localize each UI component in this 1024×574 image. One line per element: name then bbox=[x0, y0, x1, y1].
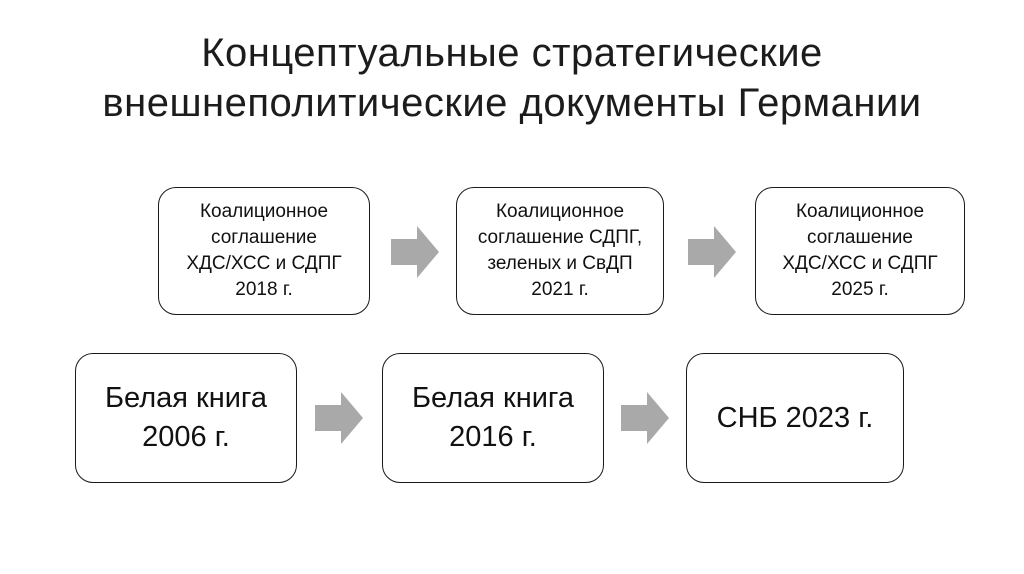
box-coalition-agreement-2021: Коалиционное соглашение СДПГ, зеленых и … bbox=[456, 187, 664, 315]
box-white-book-2016: Белая книга 2016 г. bbox=[382, 353, 604, 483]
box-label: Коалиционное соглашение ХДС/ХСС и СДПГ 2… bbox=[186, 201, 342, 300]
box-coalition-agreement-2018: Коалиционное соглашение ХДС/ХСС и СДПГ 2… bbox=[158, 187, 370, 315]
right-arrow-icon bbox=[688, 226, 736, 278]
box-label: Коалиционное соглашение СДПГ, зеленых и … bbox=[477, 201, 643, 300]
box-label: СНБ 2023 г. bbox=[716, 401, 874, 434]
box-label: Белая книга 2016 г. bbox=[412, 382, 574, 453]
box-coalition-agreement-2025: Коалиционное соглашение ХДС/ХСС и СДПГ 2… bbox=[755, 187, 965, 315]
box-label: Белая книга 2006 г. bbox=[105, 382, 267, 453]
box-white-book-2006: Белая книга 2006 г. bbox=[75, 353, 297, 483]
box-snb-2023: СНБ 2023 г. bbox=[686, 353, 904, 483]
right-arrow-icon bbox=[315, 392, 363, 444]
right-arrow-icon bbox=[391, 226, 439, 278]
slide-title: Концептуальные стратегические внешнеполи… bbox=[102, 31, 922, 125]
box-label: Коалиционное соглашение ХДС/ХСС и СДПГ 2… bbox=[782, 201, 938, 300]
right-arrow-icon bbox=[621, 392, 669, 444]
